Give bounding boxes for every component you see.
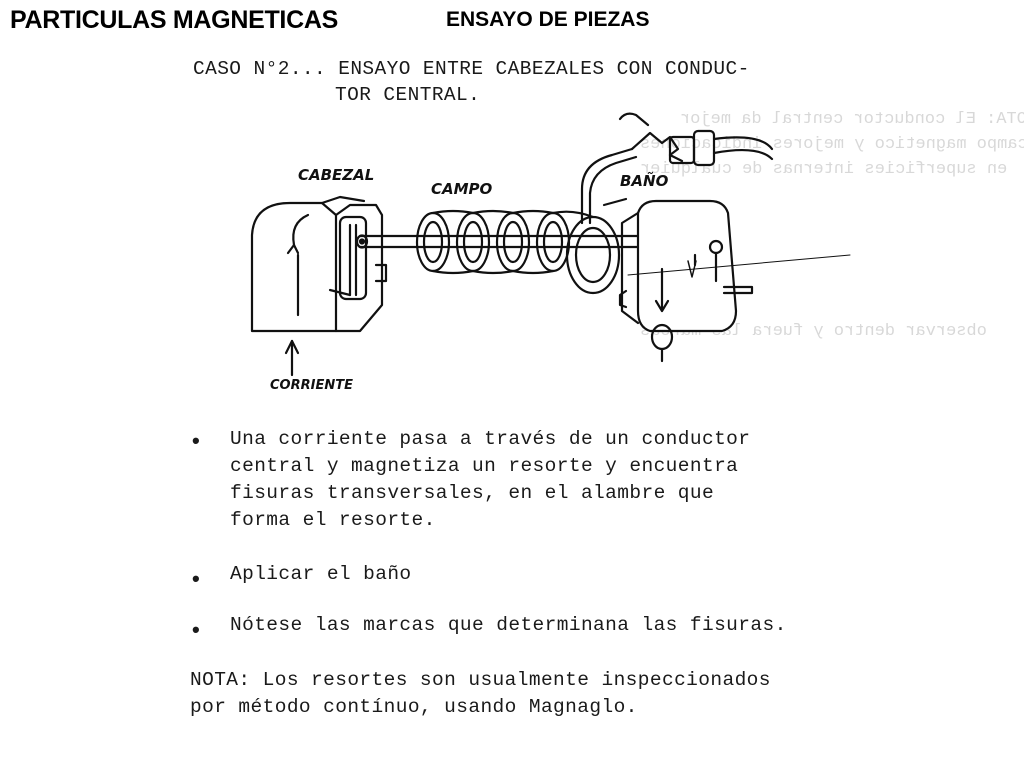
slide-subtitle: ENSAYO DE PIEZAS — [446, 8, 650, 31]
slide-title: PARTICULAS MAGNETICAS — [10, 6, 338, 34]
label-bath: BAÑO — [620, 172, 669, 190]
case-heading-line2: TOR CENTRAL. — [335, 84, 481, 106]
bullet-marker: • — [192, 617, 200, 642]
bullet-marker: • — [192, 428, 200, 453]
bullet-2-line-1: Aplicar el baño — [230, 563, 412, 585]
left-head-drawing — [250, 195, 388, 333]
head-shot-diagram — [250, 112, 851, 377]
bath-nozzle-drawing — [580, 112, 774, 225]
case-heading-line1: CASO N°2... ENSAYO ENTRE CABEZALES CON C… — [193, 58, 750, 80]
note-line-2: por método contínuo, usando Magnaglo. — [190, 696, 638, 718]
bullet-1-line-3: fisuras transversales, en el alambre que — [230, 482, 715, 504]
bullet-3-line-1: Nótese las marcas que determinana las fi… — [230, 614, 787, 636]
right-head-drawing — [618, 199, 754, 363]
note-line-1: NOTA: Los resortes son usualmente inspec… — [190, 669, 771, 691]
label-field: CAMPO — [431, 180, 493, 198]
label-head: CABEZAL — [298, 166, 375, 184]
bullet-1-line-1: Una corriente pasa a través de un conduc… — [230, 428, 751, 450]
spring-coil-drawing — [415, 209, 621, 295]
label-current: CORRIENTE — [270, 378, 353, 393]
current-arrow-drawing — [284, 339, 300, 377]
reference-line — [627, 254, 851, 276]
bullet-1-line-4: forma el resorte. — [230, 509, 436, 531]
bullet-marker: • — [192, 566, 200, 591]
central-conductor-drawing — [355, 234, 640, 249]
bullet-1-line-2: central y magnetiza un resorte y encuent… — [230, 455, 739, 477]
